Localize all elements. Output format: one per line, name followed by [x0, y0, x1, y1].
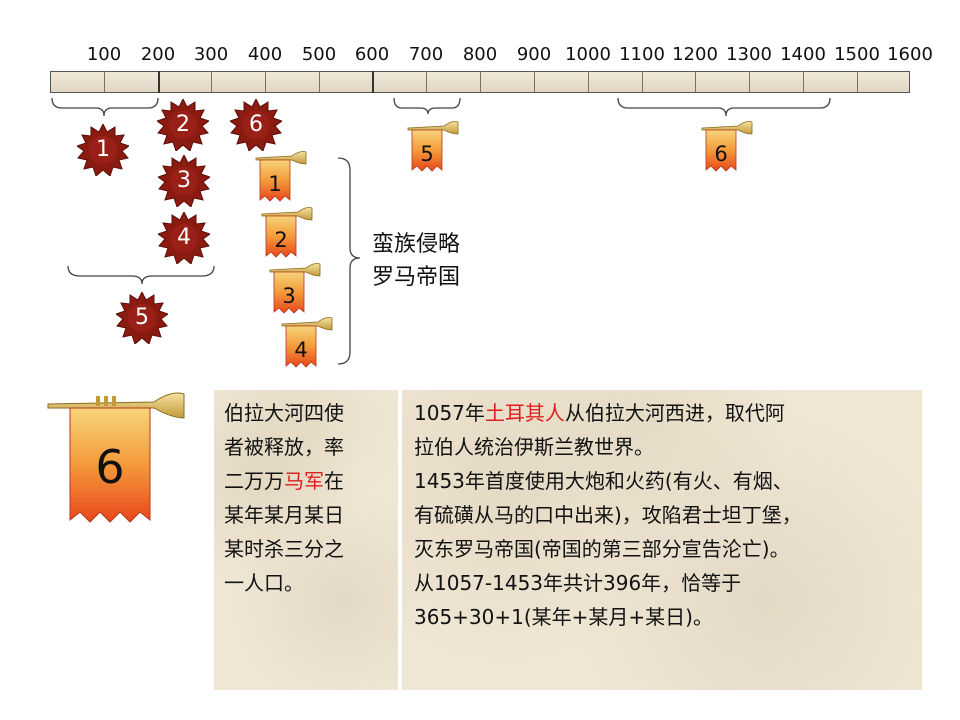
- highlight-text: 土耳其人: [484, 401, 565, 425]
- trumpet-1: 1: [252, 150, 308, 206]
- seal-number: 3: [177, 168, 191, 193]
- text-line: 365+30+1(某年+某月+某日)。: [414, 605, 713, 629]
- timeline-label: 400: [247, 44, 283, 65]
- text-line: 1453年首度使用大炮和火药(有火、有烟、: [414, 469, 793, 493]
- panel-prophecy: 伯拉大河四使 者被释放，率 二万万马军在 某年某月某日 某时杀三分之 一人口。: [214, 390, 398, 690]
- timeline-label: 800: [462, 44, 498, 65]
- brace-right: [337, 157, 361, 365]
- timeline-label: 200: [140, 44, 176, 65]
- trumpet-3: 3: [266, 262, 322, 318]
- timeline-label: 1400: [780, 44, 826, 65]
- text-line: 拉伯人统治伊斯兰教世界。: [414, 435, 654, 459]
- brace-group-seals: [67, 265, 215, 285]
- timeline-label: 300: [193, 44, 229, 65]
- seal-3: 3: [158, 155, 210, 207]
- seal-6: 6: [230, 99, 282, 151]
- brace-lines: [51, 97, 831, 365]
- trumpet-2: 2: [258, 206, 314, 262]
- timeline-label: 1600: [887, 44, 933, 65]
- seal-number: 2: [176, 112, 190, 137]
- trumpet-5: 5: [404, 120, 460, 176]
- text-line: 者被释放，率: [224, 435, 344, 459]
- text-line: 从1057-1453年共计396年，恰等于: [414, 571, 742, 595]
- timeline-label: 1200: [672, 44, 718, 65]
- seal-number: 5: [135, 305, 149, 330]
- timeline-label: 600: [354, 44, 390, 65]
- seal-4: 4: [158, 212, 210, 264]
- timeline-label: 1500: [834, 44, 880, 65]
- caption-line: 罗马帝国: [372, 265, 461, 290]
- trumpet-number: 5: [420, 142, 434, 166]
- seal-number: 6: [249, 112, 263, 137]
- seal-5: 5: [116, 292, 168, 344]
- seal-number: 4: [177, 225, 191, 250]
- text-line: 伯拉大河四使: [224, 401, 344, 425]
- trumpet-number: 6: [714, 142, 728, 166]
- trumpet-6: 6: [698, 120, 754, 176]
- timeline-label: 700: [408, 44, 444, 65]
- highlight-text: 马军: [284, 469, 324, 493]
- seal-2: 2: [157, 99, 209, 151]
- brace-1100-1400: [617, 97, 831, 117]
- timeline-label: 1100: [619, 44, 665, 65]
- text-line: 某年某月某日: [224, 503, 344, 527]
- brace-100-200: [51, 97, 159, 117]
- text-line: 1057年土耳其人从伯拉大河西进，取代阿: [414, 401, 785, 425]
- caption-barbarian-invasion: 蛮族侵略 罗马帝国: [372, 228, 460, 294]
- text-line: 有硫磺从马的口中出来)，攻陷君士坦丁堡，: [414, 503, 802, 527]
- trumpet-number: 2: [274, 228, 288, 252]
- seal-number: 1: [96, 137, 110, 162]
- big-trumpet-number: 6: [95, 440, 125, 494]
- trumpet-4: 4: [278, 316, 334, 372]
- text-line: 二万万马军在: [224, 469, 344, 493]
- seal-1: 1: [77, 124, 129, 176]
- big-trumpet-6: 6: [44, 388, 190, 528]
- timeline-label: 1300: [726, 44, 772, 65]
- timeline-label: 900: [516, 44, 552, 65]
- text-line: 灭东罗马帝国(帝国的第三部分宣告沦亡)。: [414, 537, 790, 561]
- timeline-label: 1000: [565, 44, 611, 65]
- brace-700-800: [393, 97, 461, 115]
- caption-line: 蛮族侵略: [372, 232, 461, 257]
- panel-history: 1057年土耳其人从伯拉大河西进，取代阿 拉伯人统治伊斯兰教世界。 1453年首…: [402, 390, 922, 690]
- trumpet-number: 3: [282, 284, 296, 308]
- timeline-label: 500: [301, 44, 337, 65]
- text-line: 某时杀三分之: [224, 537, 344, 561]
- trumpet-number: 4: [294, 338, 308, 362]
- timeline-label: 100: [86, 44, 122, 65]
- trumpet-number: 1: [268, 172, 282, 196]
- text-line: 一人口。: [224, 571, 304, 595]
